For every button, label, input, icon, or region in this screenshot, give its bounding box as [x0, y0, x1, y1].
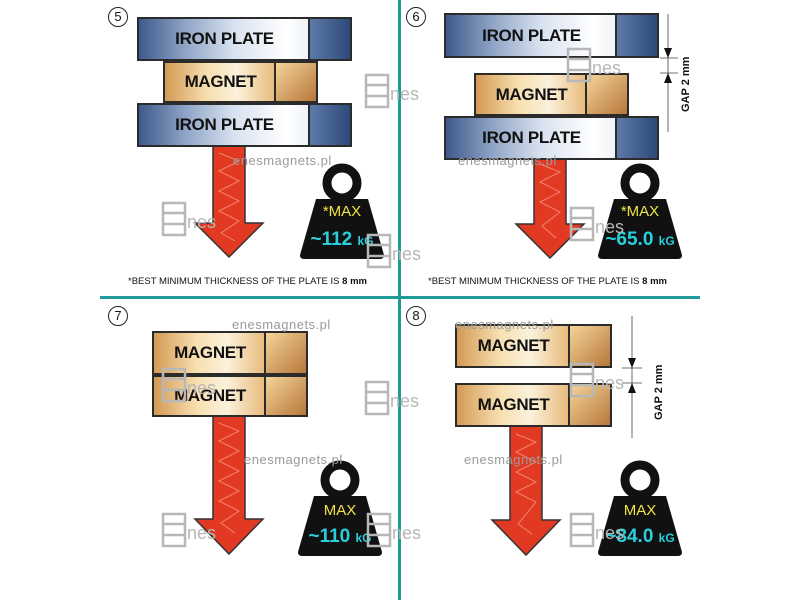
watermark-url: enesmagnets.pl [464, 452, 563, 467]
svg-text:nes: nes [390, 391, 419, 411]
panel-5-max-label: *MAX [322, 203, 362, 220]
panel-8-gap-marker [622, 316, 642, 438]
panel-8-gap-label: GAP 2 mm [653, 364, 665, 420]
panel-8-number: 8 [406, 306, 426, 326]
panel-8-force-value: ~84.0 kG [605, 526, 675, 547]
panel-6-weight-icon [598, 163, 682, 259]
panel-5-weight-icon [300, 163, 384, 259]
panel-5-iron-plate-top: IRON PLATE [137, 17, 352, 61]
panel-6-iron-plate-bottom: IRON PLATE [444, 116, 659, 160]
svg-text:nes: nes [595, 373, 624, 393]
enes-logo-icon: nes [364, 73, 419, 109]
panel-7-magnet-bottom: MAGNET [152, 375, 308, 417]
panel-5-note: *BEST MINIMUM THICKNESS OF THE PLATE IS … [128, 276, 367, 287]
enes-logo-icon: nes [161, 512, 216, 548]
panel-5-number: 5 [108, 7, 128, 27]
watermark-url: enesmagnets.pl [233, 153, 332, 168]
panel-6-gap-marker [660, 14, 678, 132]
panel-6-iron-plate-top: IRON PLATE [444, 13, 659, 58]
panel-5-magnet: MAGNET [163, 61, 318, 103]
watermark-url: enesmagnets.pl [244, 452, 343, 467]
panel-6-max-label: *MAX [620, 203, 660, 220]
enes-logo-icon: nes [366, 233, 421, 269]
watermark-url: enesmagnets.pl [455, 317, 554, 332]
horizontal-divider [100, 296, 700, 299]
enes-logo-icon: nes [566, 47, 621, 83]
enes-logo-icon: nes [569, 512, 624, 548]
panel-8-magnet-bottom: MAGNET [455, 383, 612, 427]
panel-8-magnet-top: MAGNET [455, 324, 612, 368]
panel-7-magnet-top: MAGNET [152, 331, 308, 375]
panel-6-force-value: ~65.0 kG [605, 229, 675, 250]
panel-7-number: 7 [108, 306, 128, 326]
panel-7-weight: MAX ~110 kG [296, 460, 384, 556]
panel-6-note: *BEST MINIMUM THICKNESS OF THE PLATE IS … [428, 276, 667, 287]
svg-text:nes: nes [187, 378, 216, 398]
enes-logo-icon: nes [569, 362, 624, 398]
svg-text:nes: nes [592, 58, 621, 78]
enes-logo-icon: nes [366, 512, 421, 548]
panel-8-weight-icon [598, 460, 682, 556]
panel-8-arrow [490, 425, 562, 557]
svg-text:nes: nes [392, 523, 421, 543]
panel-5-iron-plate-bottom: IRON PLATE [137, 103, 352, 147]
panel-7-max-label: MAX [323, 502, 357, 519]
svg-text:nes: nes [595, 523, 624, 543]
svg-text:nes: nes [392, 244, 421, 264]
enes-logo-icon: nes [161, 367, 216, 403]
panel-7-arrow [193, 414, 265, 556]
watermark-url: enesmagnets.pl [458, 153, 557, 168]
enes-logo-icon: nes [569, 206, 624, 242]
panel-6-gap-label: GAP 2 mm [680, 56, 692, 112]
panel-7-weight-icon [298, 460, 382, 556]
panel-8-max-label: MAX [623, 502, 657, 519]
panel-6-weight: *MAX ~65.0 kG [596, 163, 684, 259]
panel-8-weight: MAX ~84.0 kG [596, 460, 684, 556]
svg-text:nes: nes [187, 212, 216, 232]
vertical-divider [398, 0, 401, 600]
enes-logo-icon: nes [161, 201, 216, 237]
svg-text:nes: nes [390, 84, 419, 104]
watermark-url: enesmagnets.pl [232, 317, 331, 332]
panel-5-arrow [193, 144, 265, 259]
enes-logo-icon: nes [364, 380, 419, 416]
panel-6-magnet: MAGNET [474, 73, 629, 116]
panel-6-arrow [514, 155, 586, 260]
svg-text:nes: nes [595, 217, 624, 237]
svg-text:nes: nes [187, 523, 216, 543]
panel-6-number: 6 [406, 7, 426, 27]
